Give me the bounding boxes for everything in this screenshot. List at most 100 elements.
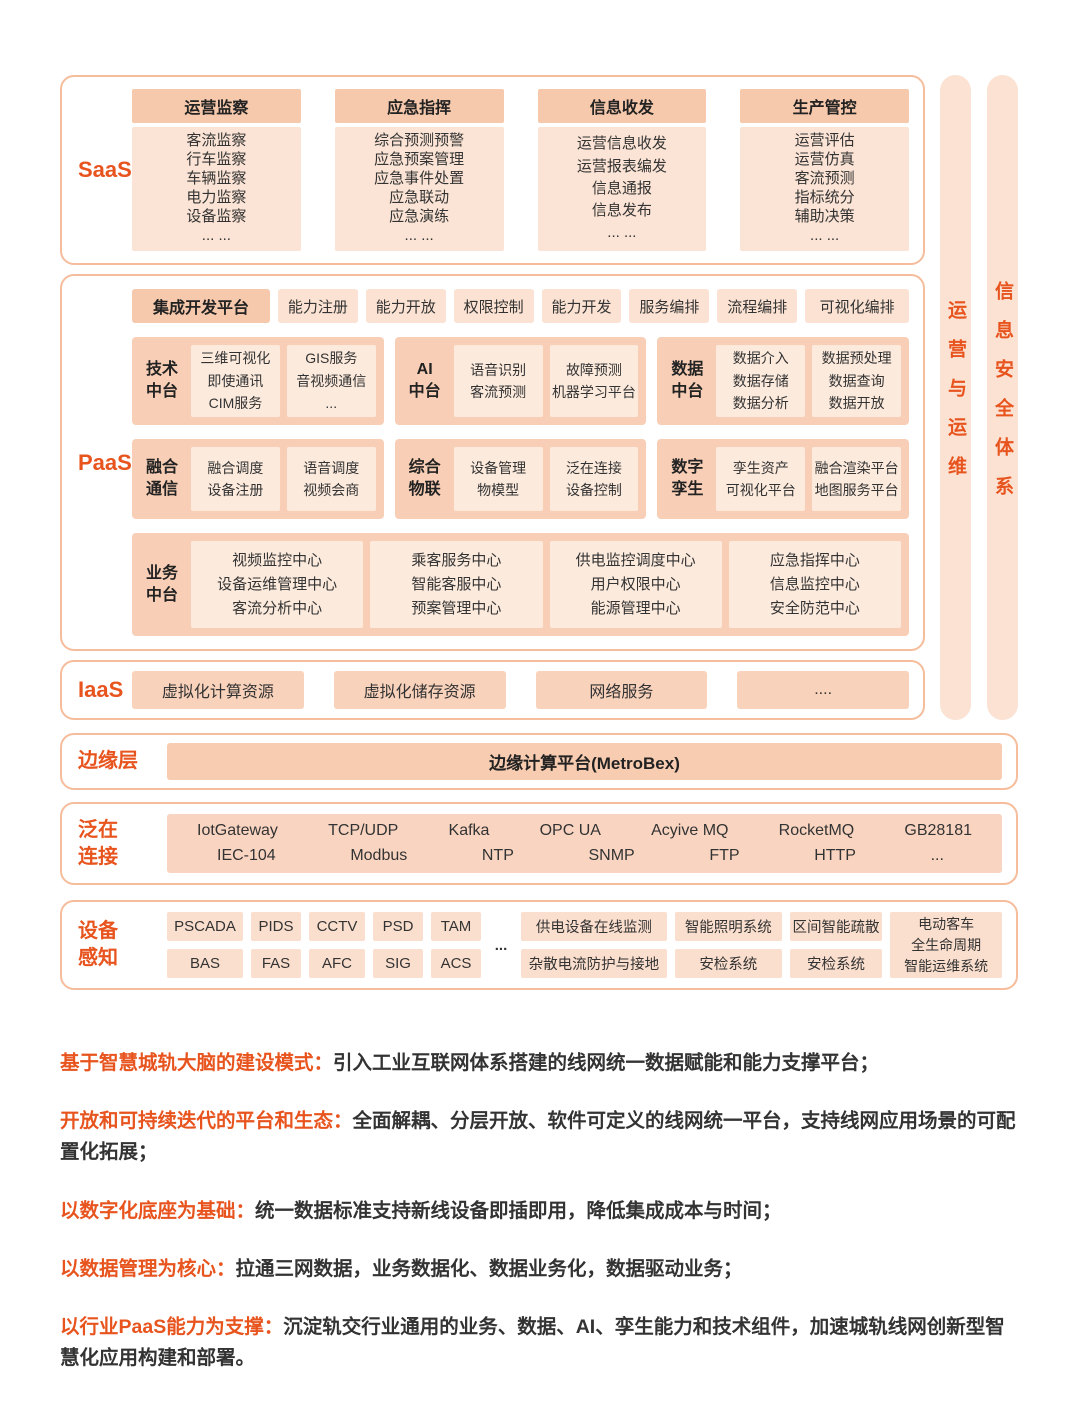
platform-layers-area: SaaS 运营监察 客流监察行车监察车辆监察电力监察设备监察... ... 应急… [60,75,1018,720]
group-item-box: 语音识别 客流预测 [453,345,543,417]
device-system-box-tall: 电动客车 全生命周期 智能运维系统 [890,912,1002,978]
protocol-item: NTP [481,847,514,865]
protocol-item: FTP [709,847,740,865]
business-center-box: 乘客服务中心 智能客服中心 预案管理中心 [370,541,543,628]
group-item-box: 融合调度 设备注册 [191,447,280,511]
saas-column-emergency-command: 应急指挥 综合预测预警应急预案管理应急事件处置应急联动应急演练... ... [334,89,504,251]
dev-platform-button: 能力开放 [365,289,446,323]
business-center-box: 应急指挥中心 信息监控中心 安全防范中心 [728,541,901,628]
saas-column-items: 客流监察行车监察车辆监察电力监察设备监察... ... [132,127,301,251]
connectivity-layer: 泛在 连接 IotGateway TCP/UDP Kafka OPC UA Ac… [60,802,1018,885]
device-chip: PSCADA [167,912,243,941]
group-item-box: 孪生资产 可视化平台 [716,447,806,511]
group-item-box: GIS服务 音视频通信 ... [286,345,376,417]
layer-stack: SaaS 运营监察 客流监察行车监察车辆监察电力监察设备监察... ... 应急… [60,75,925,720]
protocol-item: OPC UA [539,821,601,839]
ellipsis-text: ... [494,936,508,954]
paas-label: PaaS [78,449,132,475]
note-lead: 基于智慧城轨大脑的建设模式： [60,1052,334,1074]
group-label: 数字 孪生 [671,459,704,498]
note-body: 拉通三网数据，业务数据化、数据业务化，数据驱动业务； [235,1257,743,1280]
note-lead: 以行业PaaS能力为支撑： [60,1315,284,1338]
information-security-label: 信息安全体系 [992,280,1013,515]
note-lead: 开放和可持续迭代的平台和生态： [60,1110,353,1133]
notes-section: 基于智慧城轨大脑的建设模式：引入工业互联网体系搭建的线网统一数据赋能和能力支撑平… [60,1048,1018,1374]
note-body: 统一数据标准支持新线设备即插即用，降低集成成本与时间； [255,1199,782,1222]
saas-column-title: 运营监察 [132,89,301,123]
paas-group-ai-platform: AI 中台 语音识别 客流预测 故障预测 机器学习平台 [394,337,647,425]
side-bars: 运营与运维 信息安全体系 [940,75,1018,720]
edge-layer: 边缘层 边缘计算平台(MetroBex) [60,733,1018,790]
paas-group-converged-comms: 融合 通信 融合调度 设备注册 语音调度 视频会商 [132,439,384,519]
saas-column-title: 应急指挥 [334,89,504,123]
device-chip: ACS [431,949,481,978]
paas-content: 集成开发平台 能力注册 能力开放 权限控制 能力开发 服务编排 流程编排 可视化… [132,289,910,636]
device-chip: PSD [373,912,423,941]
protocol-item: TCP/UDP [328,821,399,839]
saas-column-title: 生产管控 [740,89,909,123]
business-center-box: 供电监控调度中心 用户权限中心 能源管理中心 [549,541,722,628]
group-label: 技术 中台 [145,361,178,400]
group-item-box: 故障预测 机器学习平台 [549,345,639,417]
dev-platform-button: 服务编排 [629,289,710,323]
architecture-diagram: SaaS 运营监察 客流监察行车监察车辆监察电力监察设备监察... ... 应急… [60,75,1018,1401]
protocol-row-2: IEC-104 Modbus NTP SNMP FTP HTTP ... [167,847,1002,865]
iaas-label: IaaS [78,677,124,703]
iaas-boxes: 虚拟化计算资源 虚拟化储存资源 网络服务 .... [132,671,909,709]
group-item-box: 三维可视化 即使通讯 CIM服务 [191,345,280,417]
device-chip: FAS [251,949,301,978]
device-label: 设备 感知 [78,920,118,969]
iaas-resource-box: .... [737,671,909,709]
dev-platform-button: 权限控制 [453,289,534,323]
dev-platform-button: 能力开发 [541,289,622,323]
protocol-item: Modbus [350,847,408,865]
group-item-box: 语音调度 视频会商 [286,447,376,511]
group-item-box: 泛在连接 设备控制 [549,447,639,511]
device-chip: BAS [167,949,243,978]
note-lead: 以数字化底座为基础： [60,1199,256,1222]
middle-platform-row-1: 技术 中台 三维可视化 即使通讯 CIM服务 GIS服务 音视频通信 ... A… [132,337,910,425]
saas-column-operations-monitoring: 运营监察 客流监察行车监察车辆监察电力监察设备监察... ... [132,89,301,251]
device-layer: 设备 感知 PSCADA PIDS CCTV PSD TAM ... 供电设备在… [60,900,1018,990]
note-body: 沉淀轨交行业通用的业务、数据、AI、孪生能力和技术组件，加速城轨线网创新型智慧化… [60,1315,1005,1370]
saas-columns: 运营监察 客流监察行车监察车辆监察电力监察设备监察... ... 应急指挥 综合… [132,89,909,251]
business-platform-row: 业务 中台 视频监控中心 设备运维管理中心 客流分析中心 乘客服务中心 智能客服… [132,533,909,636]
dev-platform-button: 可视化编排 [805,289,909,323]
saas-column-title: 信息收发 [537,89,707,123]
saas-column-production-control: 生产管控 运营评估运营仿真客流预测指标统分辅助决策... ... [740,89,909,251]
protocol-item: Kafka [448,821,490,839]
note-paragraph: 以数据管理为核心：拉通三网数据，业务数据化、数据业务化，数据驱动业务； [60,1254,1018,1285]
paas-group-digital-twin: 数字 孪生 孪生资产 可视化平台 融合渲染平台 地图服务平台 [657,439,910,519]
dev-platform-button: 流程编排 [717,289,798,323]
note-paragraph: 以行业PaaS能力为支撑：沉淀轨交行业通用的业务、数据、AI、孪生能力和技术组件… [60,1312,1018,1374]
saas-column-information-exchange: 信息收发 运营信息收发运营报表编发信息通报信息发布... ... [537,89,707,251]
edge-platform-box: 边缘计算平台(MetroBex) [167,743,1002,780]
device-grid: PSCADA PIDS CCTV PSD TAM ... 供电设备在线监测 智能… [167,912,1002,978]
edge-label: 边缘层 [78,750,138,772]
iaas-resource-box: 网络服务 [535,671,708,709]
group-item-box: 数据预处理 数据查询 数据开放 [812,345,902,417]
paas-group-data-platform: 数据 中台 数据介入 数据存储 数据分析 数据预处理 数据查询 数据开放 [657,337,910,425]
device-system-box: 安检系统 [789,949,883,978]
device-chip: SIG [373,949,423,978]
saas-layer: SaaS 运营监察 客流监察行车监察车辆监察电力监察设备监察... ... 应急… [60,75,925,265]
note-lead: 以数据管理为核心： [60,1257,236,1280]
protocol-item: HTTP [814,847,856,865]
middle-platform-row-2: 融合 通信 融合调度 设备注册 语音调度 视频会商 综合 物联 设备管理 物模型… [132,439,910,519]
protocol-item: IEC-104 [217,847,276,865]
note-paragraph: 基于智慧城轨大脑的建设模式：引入工业互联网体系搭建的线网统一数据赋能和能力支撑平… [60,1048,1018,1079]
connectivity-label: 泛在 连接 [78,818,118,868]
protocol-item: IotGateway [197,821,278,839]
dev-platform-box: 集成开发平台 [132,289,270,323]
note-body: 引入工业互联网体系搭建的线网统一数据赋能和能力支撑平台； [333,1052,880,1074]
note-paragraph: 以数字化底座为基础：统一数据标准支持新线设备即插即用，降低集成成本与时间； [60,1196,1018,1227]
group-label: 综合 物联 [408,459,441,498]
protocol-row-1: IotGateway TCP/UDP Kafka OPC UA Acyive M… [167,822,1002,840]
saas-column-items: 综合预测预警应急预案管理应急事件处置应急联动应急演练... ... [334,127,504,251]
group-label: 数据 中台 [671,361,704,400]
device-system-box: 杂散电流防护与接地 [521,949,667,978]
dev-platform-row: 集成开发平台 能力注册 能力开放 权限控制 能力开发 服务编排 流程编排 可视化… [132,289,909,323]
saas-column-items: 运营评估运营仿真客流预测指标统分辅助决策... ... [740,127,909,251]
device-chip: CCTV [309,912,365,941]
paas-group-business-platform: 业务 中台 视频监控中心 设备运维管理中心 客流分析中心 乘客服务中心 智能客服… [132,533,909,636]
